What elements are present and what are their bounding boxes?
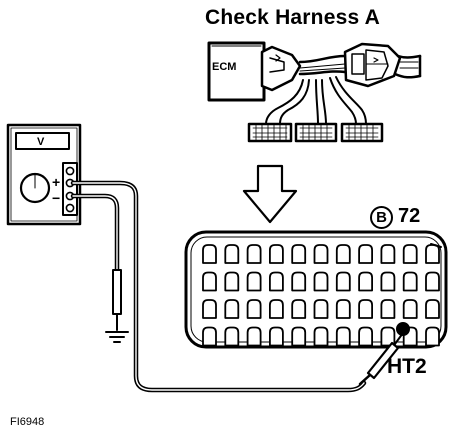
connector-pin: [425, 271, 440, 292]
pin-72-lead: [430, 243, 442, 248]
connector-probe: [358, 332, 404, 386]
connector-pin: [358, 299, 373, 319]
ground-symbol-icon: [105, 331, 129, 343]
connector-pin: [425, 299, 440, 319]
connector-pin: [246, 244, 262, 264]
connector-pin: [313, 326, 329, 347]
connector-pin-grid: [202, 244, 440, 347]
harness-connector-3: [340, 122, 384, 143]
connector-pin: [402, 271, 418, 292]
connector-pin: [313, 271, 329, 292]
connector-pin: [335, 244, 351, 264]
figure-code: FI6948: [10, 416, 45, 428]
connector-pin: [380, 271, 396, 292]
ecm-label: ECM: [212, 61, 237, 73]
connector-pin: [224, 299, 240, 319]
connector-pin: [246, 271, 262, 292]
connector-pin: [380, 299, 396, 319]
harness-tail: [393, 54, 422, 79]
harness-trunk: [298, 54, 347, 76]
connector-pin: [202, 271, 217, 292]
meter-plus-label: +: [52, 174, 61, 190]
diagram-title: Check Harness A: [205, 6, 380, 29]
positive-test-lead: [70, 180, 367, 393]
connector-pin: [246, 299, 262, 319]
connector-pin: [313, 299, 329, 319]
connector-pin: [358, 271, 373, 292]
connector-pin: [269, 299, 284, 319]
multimeter: [6, 123, 82, 226]
connector-pin: [291, 299, 307, 319]
connector-pin: [269, 271, 284, 292]
connector-pin: [425, 244, 440, 264]
connector-pin: [380, 244, 396, 264]
connector-pin: [291, 326, 307, 347]
connector-pin: [380, 326, 396, 347]
connector-pin: [425, 326, 440, 347]
connector-pin: [402, 244, 418, 264]
connector-pin: [335, 326, 351, 347]
connector-pin: [291, 244, 307, 264]
connector-pin: [202, 299, 217, 319]
connector-id-badge: B: [370, 206, 393, 229]
harness-connector-2: [294, 122, 338, 143]
connector-pin: [224, 271, 240, 292]
down-arrow-icon: [242, 164, 298, 224]
connector-pin: [202, 244, 217, 264]
pin-number-label: 72: [398, 205, 421, 227]
connector-pin: [335, 299, 351, 319]
harness-connector-1: [247, 122, 293, 143]
connector-pin: [224, 244, 240, 264]
connector-pin: [402, 299, 418, 319]
harness-branches: [265, 76, 367, 125]
pin-72-marker: [396, 322, 410, 336]
connector-pin: [269, 326, 284, 347]
connector-pin: [291, 271, 307, 292]
connector-pin: [269, 244, 284, 264]
terminal-label: HT2: [387, 355, 427, 378]
negative-test-lead: [70, 193, 122, 331]
connector-pin: [224, 326, 240, 347]
ecm-connector: [260, 45, 302, 92]
meter-minus-label: −: [52, 190, 61, 206]
inline-connector: [343, 42, 402, 88]
connector-pin: [358, 326, 373, 347]
ecm-unit: [207, 41, 266, 102]
connector-pin: [335, 271, 351, 292]
connector-pin: [246, 326, 262, 347]
meter-display-label: V: [37, 136, 45, 148]
connector-pin: [358, 244, 373, 264]
connector-pin: [202, 326, 217, 347]
connector-pin: [313, 244, 329, 264]
